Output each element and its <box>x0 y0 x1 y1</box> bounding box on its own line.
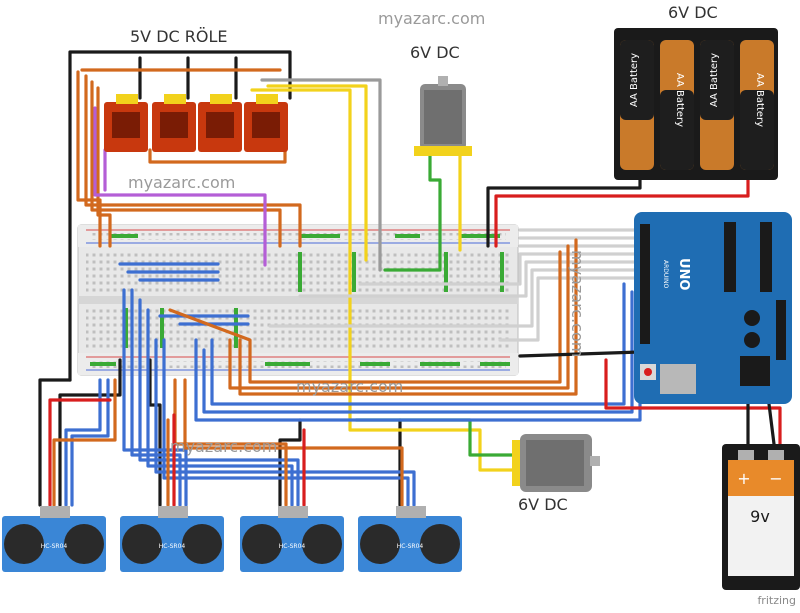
dc-motor-top <box>414 76 472 156</box>
sensor-3-label: HC-SR04 <box>279 543 306 550</box>
aa-cell-4-label: AA Battery <box>754 73 765 127</box>
ultrasonic-sensors: HC-SR04 HC-SR04 HC-SR04 HC-SR04 <box>2 506 462 572</box>
ultrasonic-sensor-3: HC-SR04 <box>240 506 344 572</box>
aa-cell-1-label: AA Battery <box>629 53 640 107</box>
arduino-sub-label: ARDUINO <box>662 260 669 289</box>
sensor-1-label: HC-SR04 <box>41 543 68 550</box>
aa-cell-1: AA Battery <box>620 40 654 170</box>
sensor-4-label: HC-SR04 <box>397 543 424 550</box>
battery-plus-label: + <box>737 469 750 488</box>
watermark-lower: myazarc.com <box>170 437 277 456</box>
relay-2 <box>152 94 196 152</box>
ultrasonic-sensor-1: HC-SR04 <box>2 506 106 572</box>
motor-top-label: 6V DC <box>410 43 460 62</box>
relay-4 <box>244 94 288 152</box>
breadboard <box>77 224 519 376</box>
aa-cell-3: AA Battery <box>700 40 734 170</box>
sensor-2-label: HC-SR04 <box>159 543 186 550</box>
dc-motor-right <box>512 434 600 492</box>
aa-cell-3-label: AA Battery <box>709 53 720 107</box>
fritzing-logo: fritzing <box>757 594 796 607</box>
wires <box>38 50 794 507</box>
9v-battery: + − 9v <box>722 444 800 590</box>
arduino-uno: UNO ARDUINO <box>634 212 792 404</box>
watermark-mid: myazarc.com <box>128 173 235 192</box>
relay-3 <box>198 94 242 152</box>
relay-title: 5V DC RÖLE <box>130 27 228 46</box>
motor-right-label: 6V DC <box>518 495 568 514</box>
relay-module <box>104 94 288 152</box>
watermark-center: myazarc.com <box>296 377 403 396</box>
battery-minus-label: − <box>769 469 782 488</box>
ultrasonic-sensor-4: HC-SR04 <box>358 506 462 572</box>
aa-cell-2-label: AA Battery <box>674 73 685 127</box>
battery-pack-label: 6V DC <box>668 3 718 22</box>
aa-cell-2: AA Battery <box>660 40 694 170</box>
arduino-brand-label: UNO <box>676 258 691 291</box>
watermark-top: myazarc.com <box>378 9 485 28</box>
battery-9v-label: 9v <box>750 507 770 526</box>
aa-battery-pack: AA Battery AA Battery AA Battery AA Batt… <box>614 28 778 180</box>
relay-1 <box>104 94 148 152</box>
ultrasonic-sensor-2: HC-SR04 <box>120 506 224 572</box>
aa-cell-4: AA Battery <box>740 40 774 170</box>
watermark-arduino: myazarc.com <box>568 250 587 357</box>
